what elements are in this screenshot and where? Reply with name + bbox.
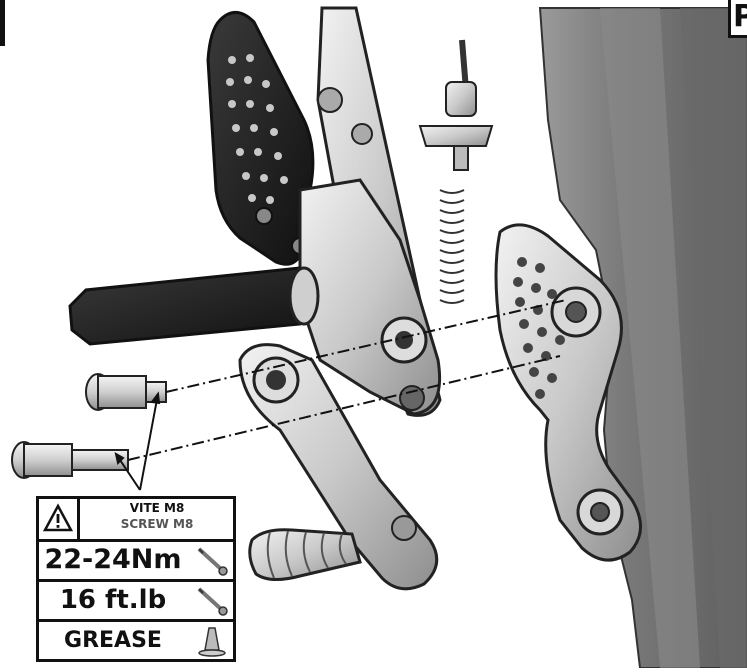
bolt-long [11, 441, 129, 479]
torque-wrench-icon [197, 587, 228, 616]
rearset-body [298, 178, 442, 416]
heel-guard [206, 11, 315, 266]
gear-peg [248, 528, 362, 581]
header-divider [77, 499, 80, 539]
torque-wrench-icon [197, 547, 228, 576]
return-spring [439, 189, 465, 304]
corner-label: P [728, 0, 747, 38]
bolt-short [85, 373, 167, 411]
torque-ftlb-value: 16 ft.lb [59, 585, 167, 615]
grease-tube-icon [198, 627, 226, 657]
grease-row: GREASE [39, 619, 233, 659]
warning-triangle-icon [43, 503, 73, 532]
leader-lines [114, 391, 161, 491]
grease-label: GREASE [64, 628, 162, 653]
torque-ftlb-row: 16 ft.lb [39, 579, 233, 619]
torque-nm-value: 22-24Nm [44, 544, 182, 575]
torque-spec-box: VITE M8 SCREW M8 22-24Nm 16 ft.lb GREASE [36, 496, 236, 662]
spec-header: VITE M8 SCREW M8 [39, 499, 233, 539]
brake-light-switch [418, 39, 494, 171]
torque-nm-row: 22-24Nm [39, 539, 233, 579]
footpeg [68, 266, 320, 346]
motorcycle-frame [538, 7, 747, 669]
left-edge-bar [0, 0, 5, 46]
alignment-lines [127, 299, 567, 461]
screw-label-en: SCREW M8 [120, 517, 194, 531]
shift-lever [238, 343, 439, 591]
screw-label-it: VITE M8 [129, 501, 185, 515]
